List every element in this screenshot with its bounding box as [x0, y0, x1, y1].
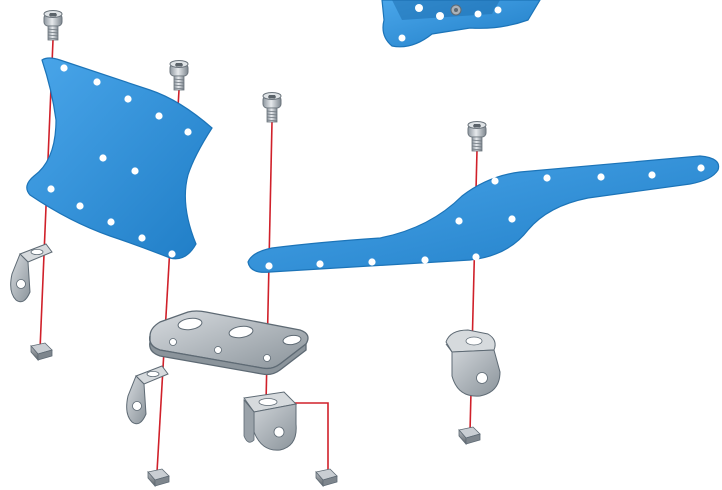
square-nut-1 — [31, 343, 52, 360]
screw-2 — [170, 61, 188, 91]
blue-plate-right — [248, 156, 719, 272]
screw-4 — [468, 122, 486, 152]
square-nut-3 — [316, 469, 337, 486]
angle-bracket-left — [11, 244, 52, 302]
screw-1 — [44, 11, 62, 41]
angle-bracket-right — [446, 330, 500, 396]
square-nut-4 — [459, 427, 480, 444]
square-nut-2 — [148, 469, 169, 486]
angle-bracket-center — [244, 392, 296, 450]
flat-slotted-plate — [146, 311, 312, 375]
screw-3 — [263, 93, 281, 123]
top-partial-assembly — [382, 0, 540, 47]
